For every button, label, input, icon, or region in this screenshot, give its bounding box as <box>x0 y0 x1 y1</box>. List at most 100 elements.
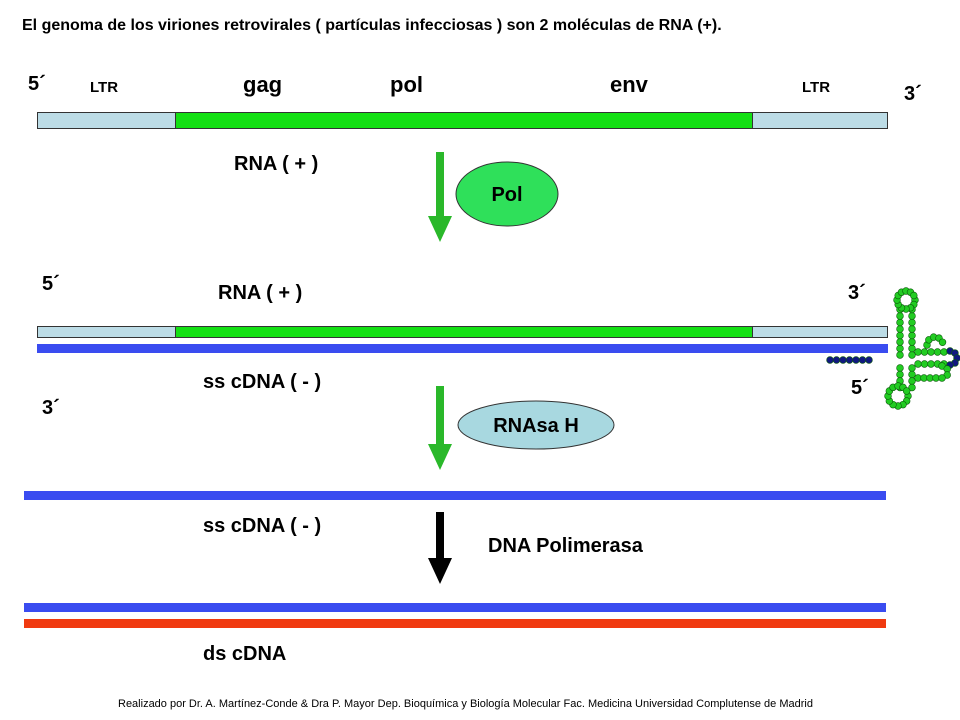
trna-bead <box>908 351 916 359</box>
hybrid-ltr-left-segment <box>37 326 176 338</box>
trna-bead <box>902 397 911 405</box>
trna-bead <box>920 374 928 382</box>
genome-three-prime-label: 3´ <box>904 83 922 105</box>
pol-label: pol <box>390 72 423 97</box>
trna-bead <box>946 361 954 369</box>
trna-bead <box>884 392 892 400</box>
trna-bead <box>858 356 867 364</box>
trna-bead <box>946 347 954 355</box>
trna-bead <box>910 291 918 300</box>
trna-bead <box>927 360 935 368</box>
trna-bead <box>951 359 959 367</box>
ds-cdna-minus-strand <box>24 603 886 612</box>
trna-bead <box>951 349 959 357</box>
pol-enzyme: Pol <box>455 161 559 227</box>
trna-bead <box>908 344 916 353</box>
trna-bead <box>914 374 922 382</box>
gag-label: gag <box>243 72 283 97</box>
trna-bead <box>897 288 906 296</box>
trna-bead <box>826 356 834 364</box>
trna-bead <box>902 305 910 313</box>
arrow-rnase-h-step <box>428 386 452 470</box>
trna-bead <box>896 338 904 346</box>
trna-bead <box>911 296 919 304</box>
hybrid-three-prime-bottom-label: 3´ <box>42 397 60 419</box>
trna-bead <box>953 354 960 362</box>
trna-bead <box>894 382 902 390</box>
trna-bead <box>839 356 847 364</box>
single-strand-label: ss cDNA ( - ) <box>203 515 322 537</box>
trna-bead <box>932 374 940 382</box>
trna-bead <box>896 312 904 320</box>
trna-bead <box>885 387 894 395</box>
trna-bead <box>897 304 906 312</box>
diagram-title: El genoma de los viriones retrovirales (… <box>22 17 722 34</box>
trna-bead <box>908 383 916 392</box>
arrow-reverse-transcription <box>428 152 452 242</box>
trna-bead <box>940 348 948 356</box>
trna-bead <box>920 360 929 368</box>
trna-bead <box>896 383 904 392</box>
trna-bead <box>902 287 910 295</box>
trna-bead <box>894 291 902 300</box>
ltr-left-label: LTR <box>90 79 119 96</box>
env-label: env <box>610 72 648 97</box>
trna-bead <box>908 338 916 346</box>
trna-bead <box>927 348 935 356</box>
trna-bead <box>933 348 942 356</box>
ds-cdna-plus-strand <box>24 619 886 628</box>
trna-bead <box>904 392 912 400</box>
trna-bead <box>914 360 922 368</box>
trna-bead <box>899 383 907 392</box>
trna-bead <box>896 305 904 314</box>
trna-bead <box>908 312 916 320</box>
genome-strand-label: RNA ( + ) <box>234 153 319 175</box>
hybrid-cdna-label: ss cDNA ( - ) <box>203 371 322 393</box>
trna-bead <box>894 300 902 309</box>
trna-bead <box>906 304 915 312</box>
trna-bead <box>926 374 934 382</box>
trna-bead <box>896 364 904 372</box>
trna-bead <box>908 318 916 327</box>
trna-bead <box>896 331 904 340</box>
trna-bead <box>923 341 931 349</box>
trna-bead <box>896 351 904 359</box>
genome-ltr-left-segment <box>37 112 176 129</box>
trna-bead <box>943 365 951 373</box>
trna-bead <box>938 374 946 382</box>
trna-bead <box>865 356 873 364</box>
trna-bead <box>899 400 907 409</box>
trna-bead <box>938 362 946 370</box>
pol-enzyme-label: Pol <box>491 184 522 206</box>
single-strand-cdna <box>24 491 886 500</box>
trna-bead <box>938 338 947 346</box>
hybrid-rna-label: RNA ( + ) <box>218 282 303 304</box>
trna-bead <box>896 318 904 327</box>
footer-credit: Realizado por Dr. A. Martínez-Conde & Dr… <box>118 698 813 710</box>
trna-bead <box>832 356 841 364</box>
trna-bead <box>906 288 915 296</box>
trna-bead <box>940 360 948 368</box>
trna-bead <box>929 333 938 341</box>
rnasa-h-enzyme: RNAsa H <box>457 400 615 450</box>
trna-bead <box>908 364 916 372</box>
trna-bead <box>889 383 897 392</box>
rnasa-h-enzyme-label: RNAsa H <box>493 415 579 437</box>
genome-coding-segment <box>175 112 753 129</box>
trna-bead <box>943 371 951 379</box>
trna-bead <box>908 325 916 333</box>
trna-bead <box>933 360 942 368</box>
trna-bead <box>908 377 916 385</box>
trna-bead <box>885 397 894 405</box>
trna-bead <box>896 325 904 333</box>
genome-ltr-right-segment <box>752 112 888 129</box>
dna-polimerasa-label: DNA Polimerasa <box>488 535 643 557</box>
trna-bead <box>914 348 922 356</box>
trna-bead <box>902 387 911 395</box>
hybrid-five-prime-bottom-label: 5´ <box>851 377 869 399</box>
trna-bead <box>908 370 916 379</box>
trna-bead <box>920 348 929 356</box>
trna-bead <box>935 334 943 342</box>
trna-bead <box>852 356 860 364</box>
